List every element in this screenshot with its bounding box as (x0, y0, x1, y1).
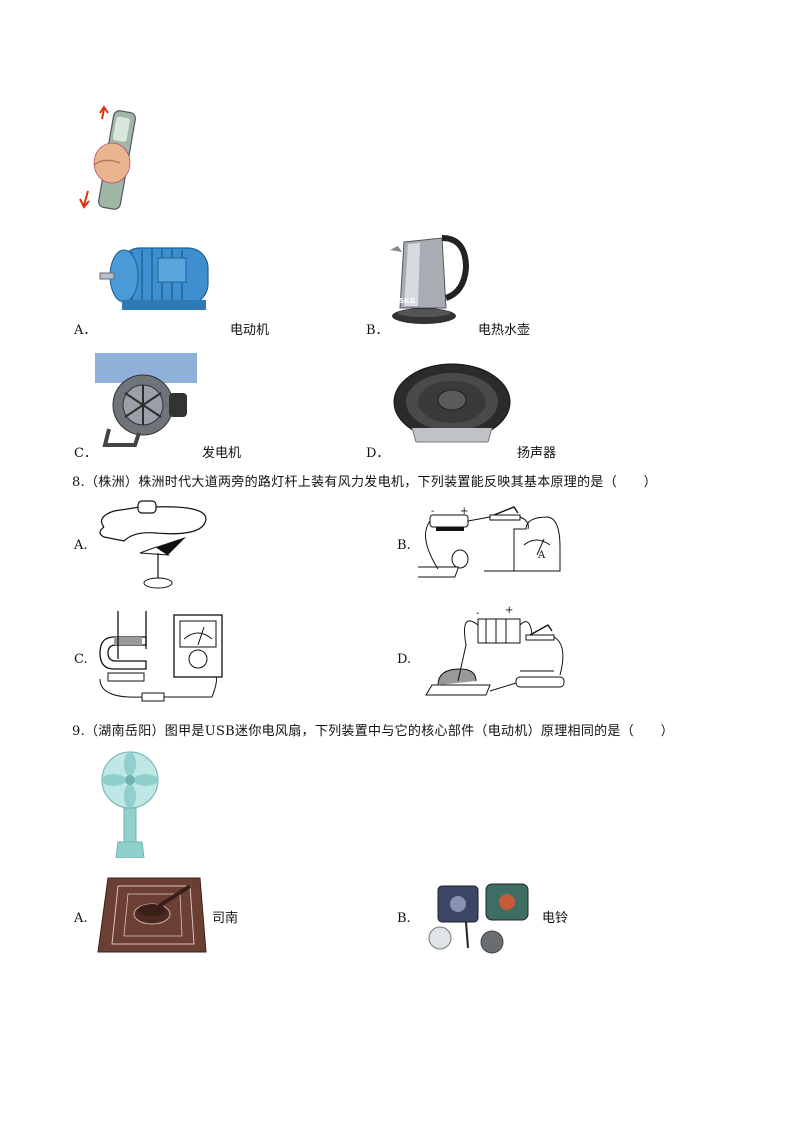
option-letter: A. (74, 911, 88, 926)
option-letter: D. (397, 652, 412, 667)
question-9-stem: 9.（湖南岳阳）图甲是USB迷你电风扇，下列装置中与它的核心部件（电动机）原理相… (72, 724, 674, 739)
ammeter-symbol: A (538, 550, 546, 561)
question-8-stem: 8.（株洲）株洲时代大道两旁的路灯杆上装有风力发电机，下列装置能反映其基本原理的… (72, 475, 657, 490)
electric-motor-image (98, 238, 228, 320)
oersted-experiment-diagram (94, 497, 212, 591)
option-caption: 发电机 (202, 446, 242, 461)
option-letter: D． (366, 446, 390, 461)
option-caption: 司南 (212, 911, 239, 926)
usb-mini-fan-image (100, 750, 162, 858)
option-caption: 电动机 (230, 323, 270, 338)
bulb-ammeter-circuit-diagram (418, 497, 564, 591)
battery-plus-label: + (505, 605, 514, 616)
hand-crank-flashlight-image (78, 105, 146, 215)
generator-image (95, 353, 197, 449)
option-letter: A. (74, 538, 88, 553)
battery-minus-label: - (476, 608, 480, 619)
kettle-brand-label: SKG (399, 297, 416, 305)
option-letter: B． (366, 323, 389, 338)
option-letter: A． (74, 323, 97, 338)
electromagnetic-induction-galvanometer-diagram (94, 609, 230, 709)
option-letter: C． (74, 446, 97, 461)
option-caption: 扬声器 (517, 446, 557, 461)
sinan-compass-image (96, 874, 208, 954)
option-caption: 电热水壶 (478, 323, 531, 338)
option-letter: C. (74, 652, 88, 667)
option-letter: B. (397, 538, 411, 553)
battery-rheostat-circuit-diagram (420, 605, 568, 711)
battery-plus-label: + (460, 506, 469, 517)
option-caption: 电铃 (542, 911, 569, 926)
electric-bell-image (420, 876, 540, 958)
battery-minus-label: - (431, 506, 435, 517)
electric-kettle-image (390, 228, 470, 328)
loudspeaker-image (392, 362, 512, 448)
option-letter: B. (397, 911, 411, 926)
